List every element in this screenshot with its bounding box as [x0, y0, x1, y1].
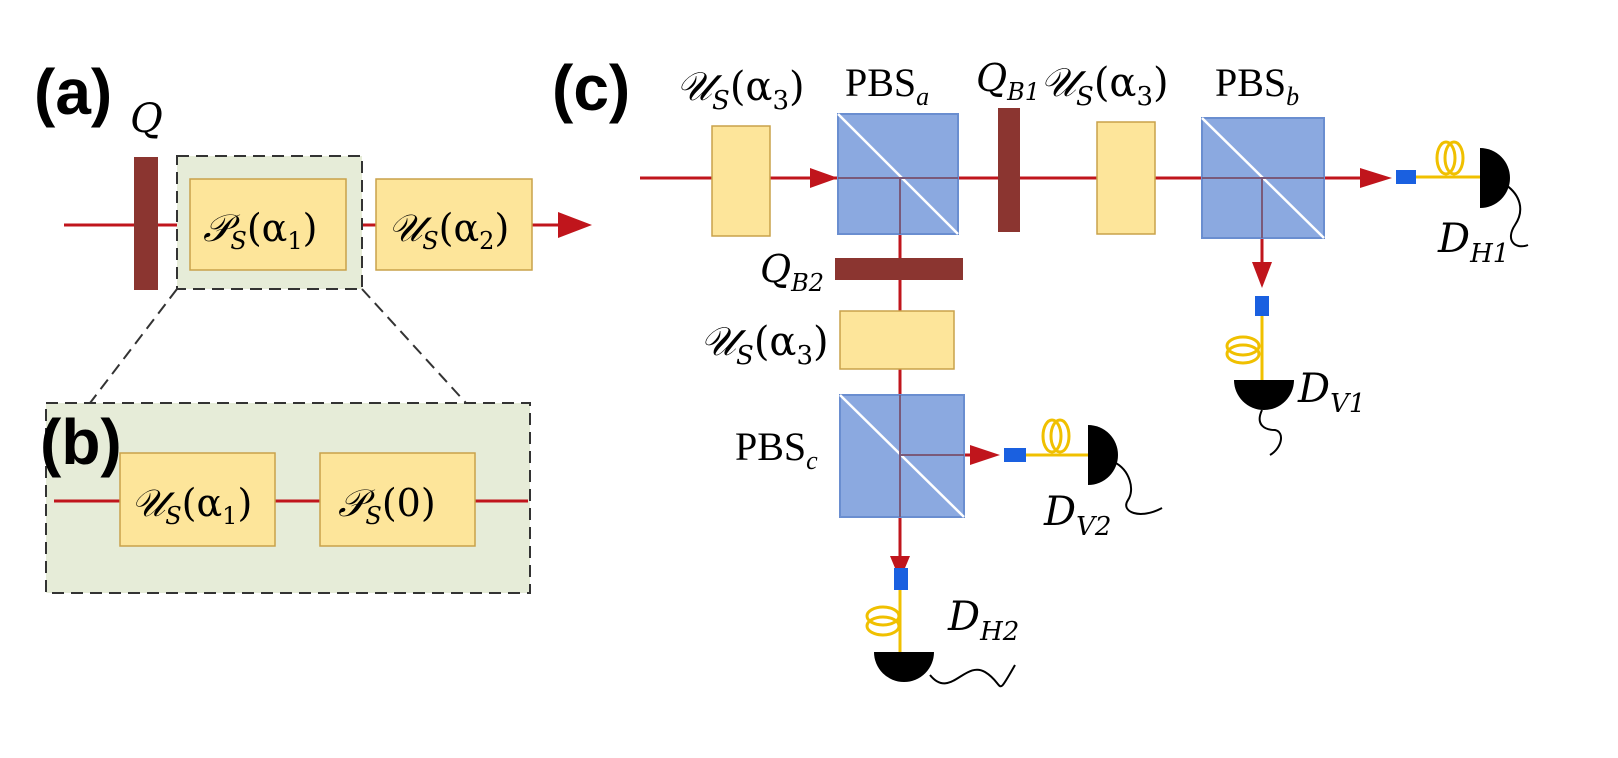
u-label-c1: 𝒰S(α3)	[676, 64, 805, 116]
u-box-c1	[711, 125, 771, 237]
coupler-icon	[1396, 170, 1416, 184]
p-box-a	[189, 178, 347, 271]
u-label-c3: 𝒰S(α3)	[700, 319, 829, 371]
u-label-c2: 𝒰S(α3)	[1040, 60, 1169, 112]
u-box-c2	[1096, 121, 1156, 235]
zoom-line-left	[89, 288, 178, 404]
pbs-b-label: PBSb	[1215, 60, 1299, 111]
d-v2-label: DV2	[1043, 489, 1111, 542]
panel-label-b: (b)	[40, 406, 122, 478]
fiber-coil-icon	[865, 605, 901, 627]
waveplate-q-b2	[835, 258, 963, 280]
detector-dh1: DH1	[1396, 140, 1529, 269]
beam-a-arrow	[558, 212, 592, 238]
beam-c-arrow-1	[810, 168, 838, 188]
coupler-icon	[1255, 296, 1269, 316]
p-box-b	[319, 452, 476, 547]
panel-label-c: (c)	[552, 52, 630, 124]
fiber-coil-icon	[1435, 140, 1457, 176]
coupler-icon	[894, 568, 908, 590]
pbs-a-label: PBSa	[845, 60, 929, 111]
pbs-a-diagonal	[837, 113, 959, 235]
detector-dv1: DV1	[1225, 296, 1365, 456]
detector-icon	[1480, 148, 1510, 208]
cable-icon	[1113, 461, 1163, 515]
waveplate-q-b1	[998, 108, 1020, 232]
cable-icon	[929, 664, 1016, 688]
pbs-c-label: PBSc	[735, 424, 818, 475]
detector-dh2: DH2	[865, 568, 1019, 688]
detector-icon	[1088, 425, 1118, 485]
label-q: Q	[130, 96, 163, 142]
fiber-coil-icon	[1041, 418, 1063, 454]
beam-c-arrow-right-c	[970, 445, 1000, 465]
d-h1-label: DH1	[1437, 216, 1509, 269]
beam-c-arrow-2	[1360, 168, 1392, 188]
fiber-coil-icon	[1225, 335, 1261, 357]
detector-icon	[1234, 380, 1294, 410]
u-box-b	[119, 452, 276, 547]
u-box-c3	[839, 310, 955, 370]
q-b2-label: QB2	[760, 247, 824, 297]
panel-label-a: (a)	[34, 56, 112, 128]
q-b1-label: QB1	[976, 56, 1040, 106]
cable-icon	[1258, 409, 1282, 456]
d-v1-label: DV1	[1297, 366, 1365, 419]
detector-icon	[874, 652, 934, 682]
detector-dv2: DV2	[1004, 418, 1163, 542]
u-box-a	[375, 178, 533, 271]
coupler-icon	[1004, 448, 1026, 462]
beam-c-arrow-down-b	[1252, 262, 1272, 288]
d-h2-label: DH2	[947, 594, 1019, 647]
cable-icon	[1505, 184, 1529, 248]
zoom-line-right	[361, 288, 467, 404]
p-box-b-label: 𝒫S(0)	[338, 481, 436, 530]
waveplate-q	[134, 157, 158, 290]
